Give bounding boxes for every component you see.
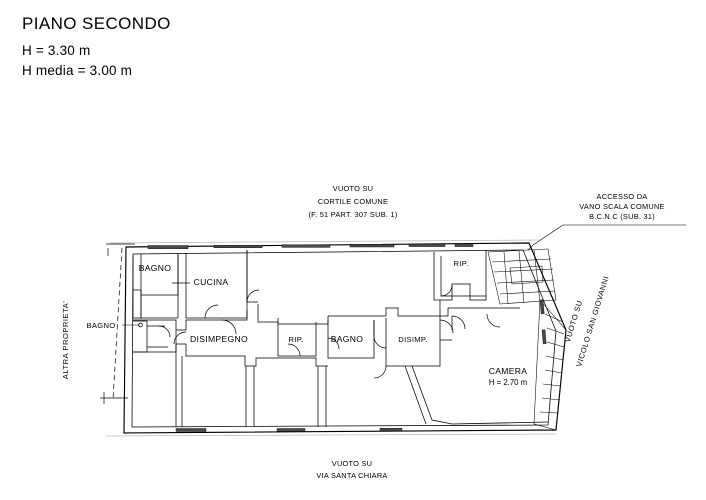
band-rung-1 bbox=[544, 313, 564, 323]
room-label-bagno-center: BAGNO bbox=[331, 334, 364, 344]
door-cucina-1 bbox=[204, 304, 219, 319]
wall-rip-center-box bbox=[277, 322, 317, 357]
stair-outline bbox=[487, 248, 557, 305]
common-staircase bbox=[487, 248, 557, 305]
external-bathroom-callout: BAGNO bbox=[87, 321, 143, 330]
wall-camera-left bbox=[411, 365, 549, 425]
wall-corridor-top-left bbox=[133, 310, 248, 331]
stair-tread-d bbox=[499, 290, 556, 295]
window-top-1 bbox=[147, 245, 189, 249]
external-bagno-leader-dot bbox=[138, 322, 143, 328]
window-top-5 bbox=[408, 243, 446, 247]
wall-upper-right-horizontal bbox=[328, 307, 520, 317]
door-bagno-center bbox=[327, 337, 340, 350]
outer-wall-inner-face bbox=[131, 249, 557, 428]
window-bottom-1 bbox=[175, 428, 207, 432]
bottom-wall-windows bbox=[175, 428, 403, 432]
wall-rip-ne-box bbox=[433, 250, 487, 301]
stair-riser-2 bbox=[518, 250, 525, 304]
wall-cucina-right bbox=[246, 250, 258, 303]
room-labels: BAGNO CUCINA DISIMPEGNO RIP. BAGNO DISIM… bbox=[139, 259, 528, 387]
right-void-label: VUOTO SU bbox=[563, 299, 584, 343]
sloped-band-outline bbox=[533, 299, 567, 431]
wall-corridor-top-mid bbox=[257, 304, 278, 323]
courtyard-line2: CORTILE COMUNE bbox=[318, 197, 388, 206]
stair-riser-3 bbox=[533, 249, 541, 303]
band-rung-8 bbox=[539, 411, 559, 414]
stair-tread-b bbox=[493, 268, 554, 273]
stair-riser-1 bbox=[503, 251, 509, 305]
title-block: PIANO SECONDO H = 3.30 m H media = 3.00 … bbox=[22, 14, 442, 83]
street-line2: VIA SANTA CHIARA bbox=[316, 471, 387, 480]
left-boundary-marks bbox=[100, 243, 135, 404]
wall-small-bath-left bbox=[133, 320, 148, 353]
door-cucina-2 bbox=[246, 289, 260, 303]
right-street-label: VICOLO SAN GIOVANNI bbox=[574, 275, 610, 368]
band-window-1 bbox=[539, 299, 545, 315]
band-rung-6 bbox=[542, 383, 562, 387]
wall-bagno-nw-box bbox=[140, 254, 179, 296]
annotation-bottom-street: VUOTO SU VIA SANTA CHIARA bbox=[316, 459, 387, 480]
door-disimp-right bbox=[439, 319, 454, 334]
band-rung-7 bbox=[541, 397, 561, 401]
window-top-3 bbox=[281, 244, 331, 248]
door-camera-2 bbox=[451, 315, 466, 330]
door-disimp-lower bbox=[373, 365, 387, 379]
stair-tread-a bbox=[491, 258, 552, 263]
room-label-bagno-nw: BAGNO bbox=[139, 263, 172, 273]
top-wall-windows bbox=[147, 243, 474, 249]
door-camera-entry bbox=[486, 313, 501, 328]
access-line1: ACCESSO DA bbox=[597, 192, 648, 201]
annotation-right-access: ACCESSO DA VANO SCALA COMUNE B.C.N.C (SU… bbox=[527, 192, 686, 251]
courtyard-line1: VUOTO SU bbox=[333, 184, 373, 193]
door-disimpegno-1 bbox=[221, 319, 237, 335]
height-average-text: H media = 3.00 m bbox=[22, 63, 133, 78]
room-sublabel-camera-height: H = 2.70 m bbox=[489, 378, 527, 387]
door-swings bbox=[158, 284, 501, 379]
stair-landing bbox=[509, 265, 544, 285]
window-top-2 bbox=[213, 244, 263, 248]
band-rung-5 bbox=[544, 369, 563, 374]
annotation-top-courtyard: VUOTO SU CORTILE COMUNE (F. 51 PART. 307… bbox=[308, 184, 397, 219]
access-line2: VANO SCALA COMUNE bbox=[579, 202, 664, 211]
top-reference-line bbox=[109, 239, 541, 244]
room-label-rip-ne: RIP. bbox=[454, 259, 469, 268]
band-rung-4 bbox=[545, 355, 564, 361]
left-property-label: ALTRA PROPRIETA' bbox=[61, 301, 70, 379]
height-main-text: H = 3.30 m bbox=[22, 43, 91, 58]
room-label-rip-center: RIP. bbox=[289, 335, 304, 344]
room-label-disimp-right: DISIMP. bbox=[398, 335, 427, 344]
door-rip-center bbox=[287, 343, 301, 357]
wall-bagno-nw-lower bbox=[140, 295, 178, 319]
street-line1: VUOTO SU bbox=[332, 459, 372, 468]
window-top-6 bbox=[454, 243, 474, 247]
door-small-bath bbox=[158, 325, 171, 338]
door-rip-ne bbox=[440, 284, 453, 297]
door-corridor-left bbox=[173, 331, 187, 345]
wall-camera-left-b bbox=[404, 365, 427, 425]
room-label-cucina: CUCINA bbox=[194, 277, 229, 287]
page-title: PIANO SECONDO bbox=[22, 14, 171, 33]
door-bagno-right bbox=[373, 335, 387, 349]
external-bagno-label: BAGNO bbox=[87, 321, 116, 330]
room-label-camera: CAMERA bbox=[489, 366, 528, 376]
access-leader-line bbox=[527, 224, 564, 251]
band-rung-2 bbox=[546, 327, 565, 335]
band-rung-3 bbox=[546, 341, 565, 348]
wall-corridor-bottom-mid bbox=[245, 357, 328, 367]
right-sloped-band bbox=[533, 299, 567, 431]
bottom-reference-line bbox=[105, 433, 557, 437]
wall-disimp-right-box bbox=[385, 318, 441, 367]
window-bottom-2 bbox=[276, 428, 306, 432]
window-top-4 bbox=[349, 244, 395, 248]
wall-corridor-top-right bbox=[277, 316, 329, 325]
window-bottom-3 bbox=[379, 428, 403, 432]
access-line3: B.C.N.C (SUB. 31) bbox=[589, 212, 655, 221]
band-window-2 bbox=[541, 329, 547, 345]
courtyard-line3: (F. 51 PART. 307 SUB. 1) bbox=[308, 210, 397, 219]
room-label-disimpegno: DISIMPEGNO bbox=[190, 334, 248, 344]
